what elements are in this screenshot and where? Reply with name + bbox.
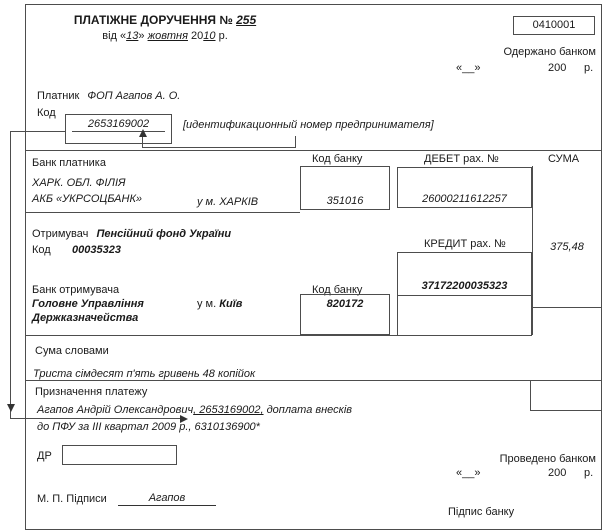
credit-header: КРЕДИТ рах. №	[424, 238, 506, 250]
processed-year-suffix: р.	[584, 467, 594, 479]
payer-bank-separator-line	[25, 212, 300, 213]
debit-header: ДЕБЕТ рах. №	[424, 153, 499, 165]
processed-year: 200	[548, 467, 567, 479]
payer-bank-code-box: 351016	[300, 166, 390, 210]
callout-line-annotation-riser	[295, 136, 296, 148]
doc-code-box: 0410001	[513, 16, 595, 35]
purpose-text-rest: доплата внесків	[263, 404, 353, 416]
payer-bank-name-2: АКБ «УКРСОЦБАНК»	[32, 193, 143, 205]
order-year: 10	[203, 30, 216, 42]
order-month: жовтня	[147, 30, 188, 42]
callout-arrow-up-icon	[139, 129, 147, 137]
receiver-line: Отримувач Пенсійний фонд України	[32, 228, 231, 240]
receiver-bank-city: Київ	[219, 298, 243, 310]
seal-signatures-label: М. П. Підписи	[37, 493, 107, 505]
receiver-bank-code-value: 820172	[326, 298, 364, 310]
payer-bank-label: Банк платника	[32, 157, 106, 169]
receiver-bank-label: Банк отримувача	[32, 284, 120, 296]
purpose-line-1: Агапов Андрій Олександрович, 2653169002,…	[37, 404, 352, 416]
purpose-payer-name: Агапов Андрій Олександрович	[37, 404, 194, 416]
receiver-code-value: 00035323	[72, 244, 121, 256]
receiver-label: Отримувач	[32, 228, 89, 240]
purpose-label: Призначення платежу	[35, 386, 148, 398]
suma-header: СУМА	[548, 153, 580, 165]
form-outer-border	[25, 4, 602, 530]
dr-box	[62, 445, 177, 465]
payer-label: Платник	[37, 90, 80, 102]
debit-account-value: 26000211612257	[422, 193, 507, 205]
amount-words-label: Сума словами	[35, 345, 109, 357]
payer-bank-code-value: 351016	[326, 195, 364, 207]
callout-arrow-up-shaft	[142, 136, 143, 148]
signature-line: Агапов	[118, 492, 216, 506]
payer-bank-city: у м. ХАРКІВ	[197, 196, 259, 208]
received-by-bank-label: Одержано банком	[503, 46, 596, 58]
receiver-bank-name-1: Головне Управління	[32, 298, 144, 310]
received-date-blank: «__»	[456, 62, 481, 74]
payer-code-label: Код	[37, 107, 56, 119]
payer-code-annotation: [идентификационный номер предпринимателя…	[183, 119, 434, 131]
bank-code-header-2: Код банку	[312, 284, 363, 296]
amount-words-value: Триста сімдесят п'ять гривень 48 копійок	[33, 368, 256, 380]
header-separator-line	[25, 150, 602, 151]
purpose-line-2: до ПФУ за III квартал 2009 р., 631013690…	[37, 421, 260, 433]
receiver-bank-code-box: 820172	[300, 294, 390, 335]
received-year: 200	[548, 62, 567, 74]
credit-account-value: 37172200035323	[421, 280, 508, 292]
receiver-bank-city-prefix: у м.	[197, 298, 217, 310]
doc-code-value: 0410001	[532, 19, 576, 31]
amount-words-top-line	[25, 335, 532, 336]
callout-arrow-down-icon	[7, 404, 15, 412]
order-date-line: від «13» жовтня 2010 р.	[102, 30, 228, 42]
callout-arrow-right-icon	[180, 415, 188, 423]
payer-bank-name-1: ХАРК. ОБЛ. ФІЛІЯ	[32, 177, 126, 189]
purpose-top-line	[25, 380, 602, 381]
dr-label: ДР	[37, 450, 52, 462]
callout-line-left-top	[10, 131, 65, 132]
callout-line-left-vertical	[10, 131, 11, 419]
receiver-bank-name-2: Держказначейства	[32, 312, 139, 324]
suma-column-line	[532, 166, 533, 335]
received-year-suffix: р.	[584, 62, 594, 74]
processed-date-blank: «__»	[456, 467, 481, 479]
signature-value: Агапов	[148, 492, 186, 504]
receiver-code-label: Код	[32, 244, 51, 256]
order-number: 255	[236, 13, 257, 27]
callout-line-annotation	[142, 147, 296, 148]
processed-by-bank-label: Проведено банком	[499, 453, 596, 465]
payer-code-box: 2653169002	[65, 114, 172, 144]
payer-code-value: 2653169002	[72, 117, 165, 132]
bank-code-header-1: Код банку	[312, 153, 363, 165]
receiver-name: Пенсійний фонд України	[96, 228, 232, 240]
purpose-corner-box-bottom-line	[530, 410, 602, 411]
credit-account-box: 37172200035323	[397, 252, 532, 336]
order-day: 13	[126, 30, 139, 42]
bank-signature-label: Підпис банку	[448, 506, 515, 518]
suma-value: 375,48	[550, 241, 584, 253]
payer-name: ФОП Агапов А. О.	[87, 90, 181, 102]
debit-account-box: 26000211612257	[397, 167, 532, 208]
purpose-payer-code: , 2653169002,	[193, 404, 264, 416]
payer-line: Платник ФОП Агапов А. О.	[37, 90, 180, 102]
credit-account-underline	[398, 295, 531, 296]
purpose-corner-box-left-line	[530, 381, 531, 411]
receiver-bank-city-line: у м. Київ	[197, 298, 242, 310]
callout-line-bottom	[10, 418, 180, 419]
page-title: ПЛАТІЖНЕ ДОРУЧЕННЯ № 255	[73, 13, 257, 27]
suma-cell-bottom-line	[532, 307, 602, 308]
